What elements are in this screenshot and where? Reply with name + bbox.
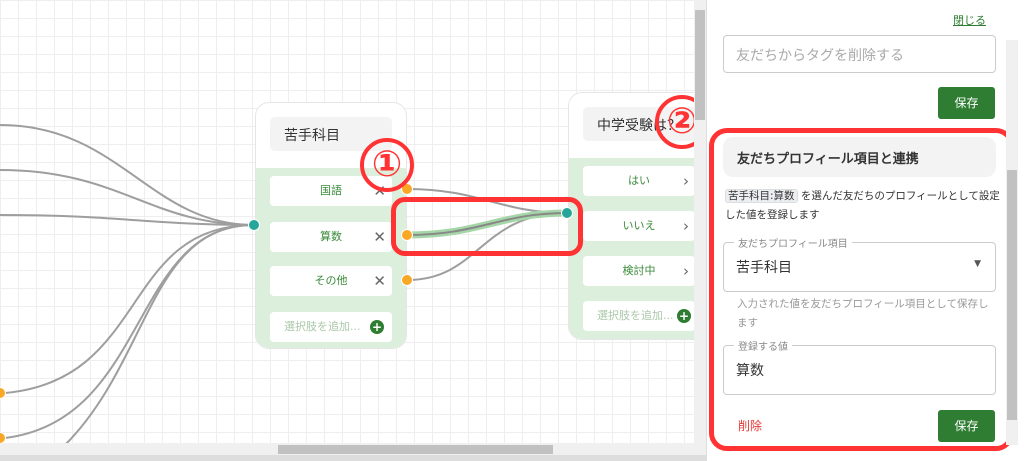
card-description: 苦手科目:算数 を選んだ友だちのプロフィールとして設定した値を登録します <box>725 187 1000 225</box>
bottom-border <box>0 455 706 461</box>
save-button[interactable]: 保存 <box>938 87 995 119</box>
chevron-right-icon[interactable]: › <box>683 262 689 280</box>
annotation-number-2: ② <box>655 95 706 149</box>
option-hai[interactable]: はい › <box>583 166 695 196</box>
tag-remove-input[interactable]: 友だちからタグを削除する <box>723 35 996 73</box>
connection-line <box>64 224 255 446</box>
add-option-placeholder: 選択肢を追加... <box>597 309 674 322</box>
plus-icon[interactable]: + <box>370 320 384 334</box>
option-label: いいえ <box>622 219 656 232</box>
input-port[interactable] <box>248 219 260 231</box>
connection-line <box>4 224 255 439</box>
output-port[interactable] <box>401 229 413 241</box>
connection-line <box>4 224 255 394</box>
question-node-nigate[interactable]: 苦手科目 国語 ✕ 算数 ✕ その他 ✕ 選択肢を追加... + <box>255 102 407 349</box>
select-value: 苦手科目 <box>736 260 792 276</box>
profile-field-select[interactable]: 友だちプロフィール項目 苦手科目 ▼ <box>723 235 996 292</box>
option-kentouchu[interactable]: 検討中 › <box>583 256 695 286</box>
flow-canvas[interactable]: 苦手科目 国語✕ 算数✕ その他✕ 選択肢を追加...+ 中学受験は？ はい› … <box>0 0 706 455</box>
selected-connection-line <box>406 212 568 236</box>
annotation-number-1: ① <box>360 138 414 192</box>
option-label: 算数 <box>320 230 342 243</box>
remove-icon[interactable]: ✕ <box>373 272 386 290</box>
connection-line <box>0 169 255 226</box>
scrollbar-thumb[interactable] <box>695 10 705 120</box>
chevron-right-icon[interactable]: › <box>683 217 689 235</box>
option-label: 国語 <box>320 184 342 197</box>
option-label: はい <box>628 174 650 187</box>
vertical-scrollbar[interactable] <box>694 0 706 443</box>
remove-icon[interactable]: ✕ <box>373 228 386 246</box>
node-title[interactable]: 苦手科目 <box>270 117 392 151</box>
close-link[interactable]: 閉じる <box>953 14 986 27</box>
scrollbar-thumb[interactable] <box>278 445 553 454</box>
panel-scrollbar[interactable] <box>1006 40 1018 445</box>
description-text: を選んだ友だちのプロフィールとして設定した値を登録します <box>725 190 1000 221</box>
dropdown-arrow-icon[interactable]: ▼ <box>974 259 981 269</box>
settings-panel: 閉じる 友だちからタグを削除する 保存 友だちプロフィール項目と連携 苦手科目:… <box>706 0 1024 461</box>
field-label: 登録する値 <box>734 338 792 353</box>
chevron-right-icon[interactable]: › <box>683 172 689 190</box>
option-iie[interactable]: いいえ › <box>583 211 695 241</box>
output-port[interactable] <box>401 183 413 195</box>
card-save-button[interactable]: 保存 <box>938 410 995 442</box>
option-sansu[interactable]: 算数 ✕ <box>270 222 392 252</box>
add-option-input[interactable]: 選択肢を追加...+ <box>583 301 695 331</box>
scrollbar-thumb[interactable] <box>1007 170 1017 420</box>
connection-line <box>0 214 255 226</box>
choice-chip: 苦手科目:算数 <box>725 189 798 203</box>
field-label: 友だちプロフィール項目 <box>734 235 852 250</box>
input-value: 算数 <box>736 363 764 379</box>
annotation-rect-1 <box>391 197 583 256</box>
option-sonota[interactable]: その他 ✕ <box>270 266 392 296</box>
tag-remove-placeholder: 友だちからタグを削除する <box>736 48 904 64</box>
option-label: その他 <box>314 274 348 287</box>
card-title: 友だちプロフィール項目と連携 <box>723 137 996 177</box>
add-option-placeholder: 選択肢を追加... <box>284 320 361 333</box>
delete-button[interactable]: 削除 <box>738 419 763 433</box>
annotation-rect-2 <box>709 128 1014 451</box>
helper-text: 入力された値を友だちプロフィール項目として保存します <box>737 298 989 329</box>
plus-icon[interactable]: + <box>677 309 691 323</box>
option-label: 検討中 <box>622 264 656 277</box>
connection-line <box>0 124 255 226</box>
horizontal-scrollbar[interactable] <box>0 443 706 455</box>
connection-lines <box>0 124 568 446</box>
value-input[interactable]: 登録する値 算数 <box>723 338 996 395</box>
output-port[interactable] <box>401 274 413 286</box>
add-option-input[interactable]: 選択肢を追加... + <box>270 312 392 342</box>
profile-link-card: 友だちプロフィール項目と連携 苦手科目:算数 を選んだ友だちのプロフィールとして… <box>717 133 1006 445</box>
